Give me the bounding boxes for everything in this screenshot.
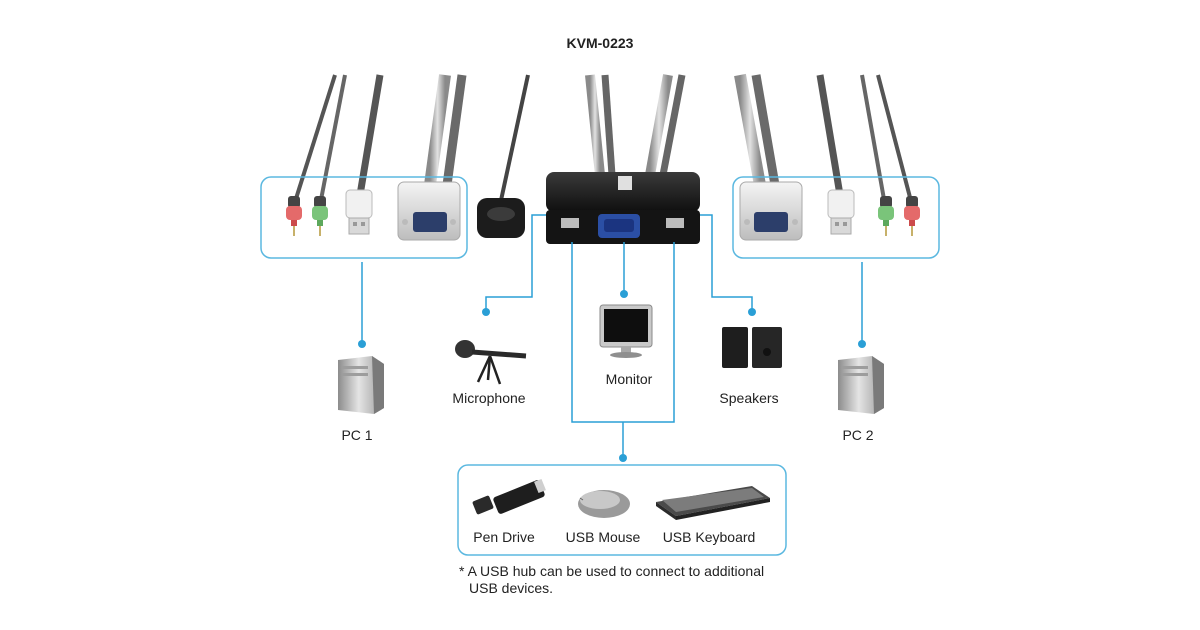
red-audio-plug-icon: [286, 196, 302, 236]
footnote-line-2: USB devices.: [469, 580, 554, 596]
footnote-line-1: * A USB hub can be used to connect to ad…: [459, 563, 765, 579]
speakers-icon: [722, 327, 782, 368]
usb-devices-box: [457, 464, 787, 556]
usb-plug-icon: [345, 189, 373, 235]
green-audio-plug-icon: [878, 196, 894, 236]
vga-plug-icon: [739, 181, 803, 241]
remote-button-icon: [477, 198, 525, 238]
connector-lines: [361, 214, 863, 456]
usb-hub-footnote: * A USB hub can be used to connect to ad…: [459, 563, 764, 597]
pc-tower-icon: [838, 356, 884, 414]
pen-drive-label: Pen Drive: [473, 529, 535, 545]
microphone-label: Microphone: [452, 390, 526, 406]
monitor-icon: [599, 304, 653, 358]
red-audio-plug-icon: [904, 196, 920, 236]
speakers-label: Speakers: [719, 390, 779, 406]
diagram-title: KVM-0223: [566, 35, 634, 51]
pc-tower-icon: [338, 356, 384, 414]
pc1-label: PC 1: [341, 427, 373, 443]
pc2-connector-box: [732, 176, 940, 259]
connector-dots: [358, 290, 866, 462]
pc2-label: PC 2: [842, 427, 874, 443]
green-audio-plug-icon: [312, 196, 328, 236]
monitor-label: Monitor: [605, 371, 653, 387]
cables: [292, 73, 914, 206]
vga-plug-icon: [397, 181, 461, 241]
usb-keyboard-label: USB Keyboard: [662, 529, 756, 545]
usb-plug-icon: [827, 189, 855, 235]
pen-drive-icon: [472, 478, 546, 515]
usb-keyboard-icon: [656, 486, 770, 520]
usb-mouse-label: USB Mouse: [565, 529, 641, 545]
usb-mouse-icon: [578, 490, 630, 518]
microphone-icon: [455, 340, 527, 385]
pc1-connector-box: [260, 176, 468, 259]
kvm-switch-icon: [546, 172, 700, 244]
